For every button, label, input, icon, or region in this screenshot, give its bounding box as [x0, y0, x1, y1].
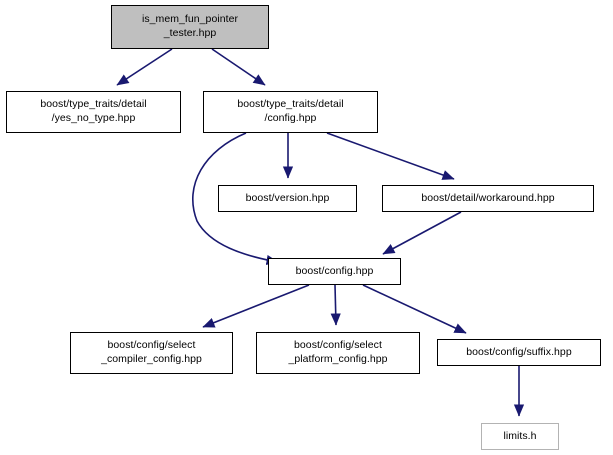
node-is-mem-fun-pointer-tester-hpp[interactable]: is_mem_fun_pointer _tester.hpp	[111, 5, 269, 49]
node-label: boost/config/suffix.hpp	[466, 345, 572, 358]
node-label: boost/version.hpp	[245, 191, 330, 204]
edge-tt_config-to-workaround	[326, 132, 455, 180]
node-label: boost/detail/workaround.hpp	[421, 191, 555, 204]
node-label: boost/type_traits/detail /yes_no_type.hp…	[40, 98, 147, 124]
node-boost-config-suffix-hpp[interactable]: boost/config/suffix.hpp	[437, 339, 601, 366]
node-boost-detail-workaround-hpp[interactable]: boost/detail/workaround.hpp	[382, 185, 594, 212]
node-label: boost/config.hpp	[295, 264, 374, 277]
edge-config-to-select_compiler	[202, 284, 310, 328]
node-yes-no-type-hpp[interactable]: boost/type_traits/detail /yes_no_type.hp…	[6, 91, 181, 133]
edge-root-to-tt_config	[211, 48, 266, 86]
node-boost-version-hpp[interactable]: boost/version.hpp	[218, 185, 357, 212]
edge-workaround-to-config	[382, 211, 462, 255]
edge-config-to-select_platform	[330, 284, 341, 326]
node-boost-config-hpp[interactable]: boost/config.hpp	[268, 258, 401, 285]
node-label: limits.h	[503, 429, 537, 442]
node-label: boost/config/select _platform_config.hpp	[288, 339, 388, 365]
node-type-traits-detail-config-hpp[interactable]: boost/type_traits/detail /config.hpp	[203, 91, 378, 133]
node-label: boost/type_traits/detail /config.hpp	[237, 98, 344, 124]
node-label: is_mem_fun_pointer _tester.hpp	[141, 13, 239, 39]
node-limits-h[interactable]: limits.h	[481, 423, 559, 450]
edge-root-to-yes_no_type	[116, 48, 173, 86]
node-label: boost/config/select _compiler_config.hpp	[101, 339, 202, 365]
edge-config-to-suffix	[362, 284, 467, 334]
node-select-platform-config-hpp[interactable]: boost/config/select _platform_config.hpp	[256, 332, 420, 374]
edge-tt_config-to-config	[192, 132, 279, 266]
node-select-compiler-config-hpp[interactable]: boost/config/select _compiler_config.hpp	[70, 332, 233, 374]
